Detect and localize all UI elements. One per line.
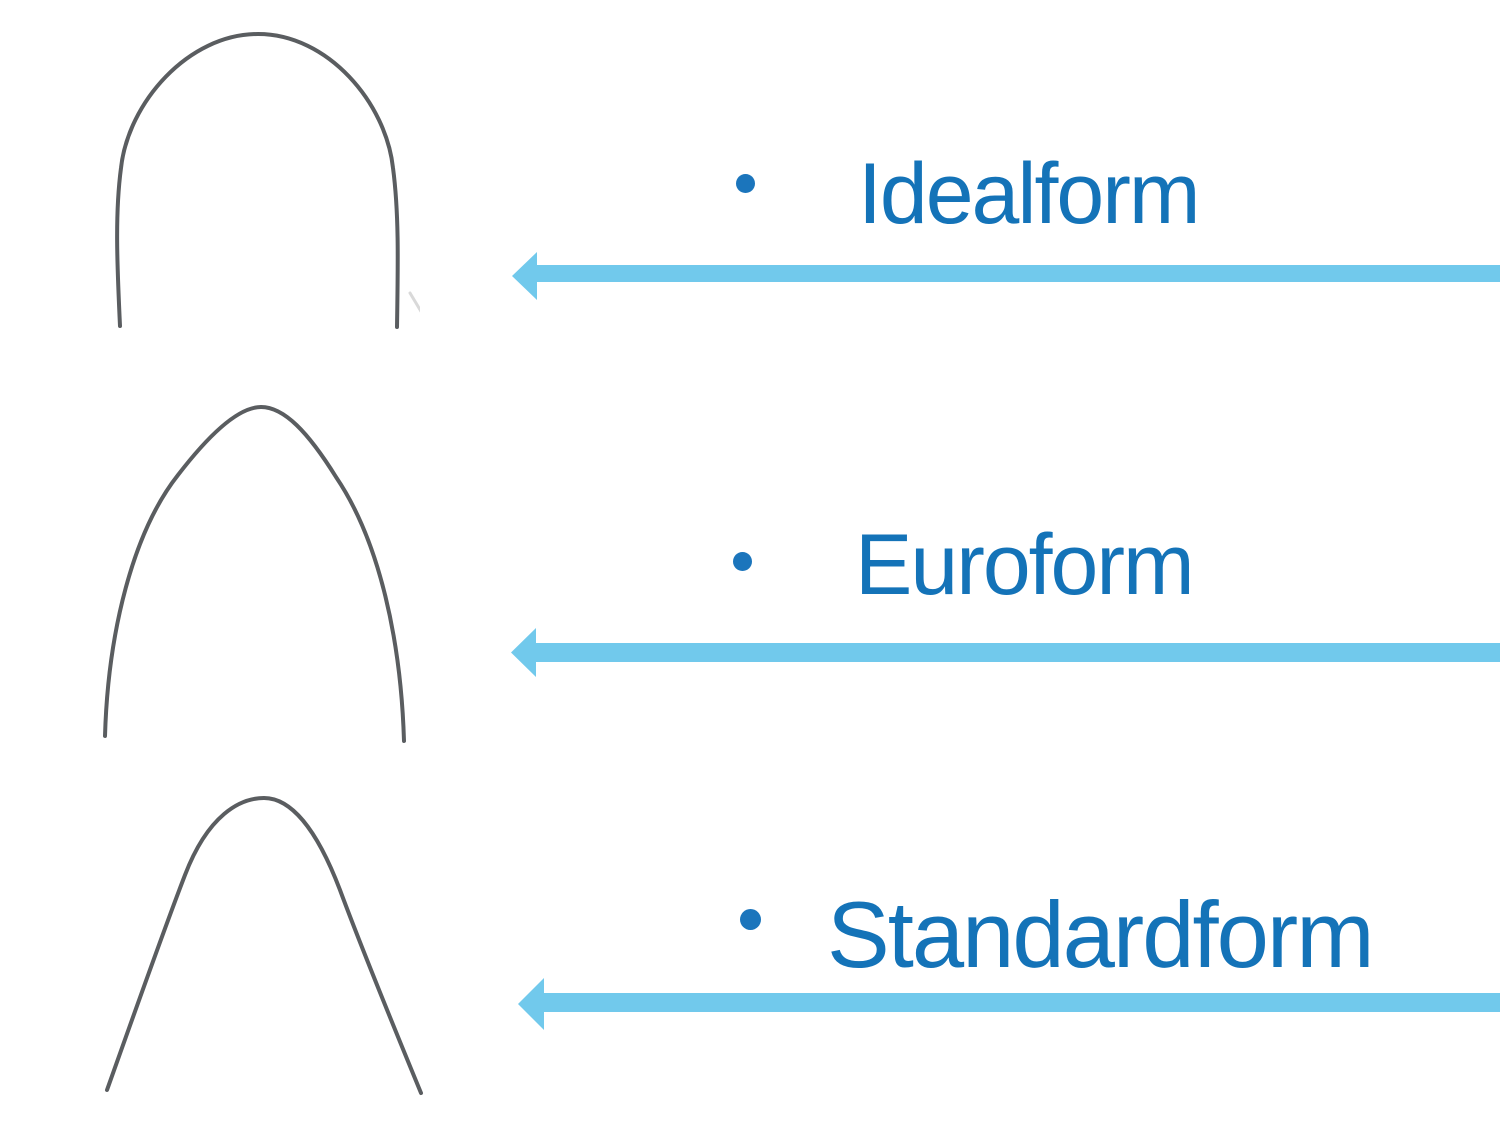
arrow-shape — [512, 252, 1500, 300]
standardform-label: Standardform — [827, 882, 1375, 987]
archwire-path — [103, 404, 406, 743]
bullet-icon — [736, 174, 755, 193]
bullet-icon — [740, 909, 761, 930]
archwire-path — [115, 31, 400, 329]
left-arrow-icon — [511, 628, 1500, 677]
arrow-shape — [511, 628, 1500, 677]
arrow-shape — [518, 978, 1500, 1030]
idealform-label: Idealform — [858, 146, 1200, 242]
euroform-label: Euroform — [855, 517, 1195, 613]
wire-smudge-artifact — [408, 291, 420, 313]
archwire-path — [105, 795, 423, 1095]
bullet-icon — [733, 552, 752, 571]
standardform-archwire-drawing — [105, 795, 423, 1095]
left-arrow-icon — [512, 252, 1500, 300]
left-arrow-icon — [518, 978, 1500, 1030]
euroform-archwire-drawing — [103, 404, 406, 743]
idealform-archwire-drawing — [115, 31, 420, 329]
